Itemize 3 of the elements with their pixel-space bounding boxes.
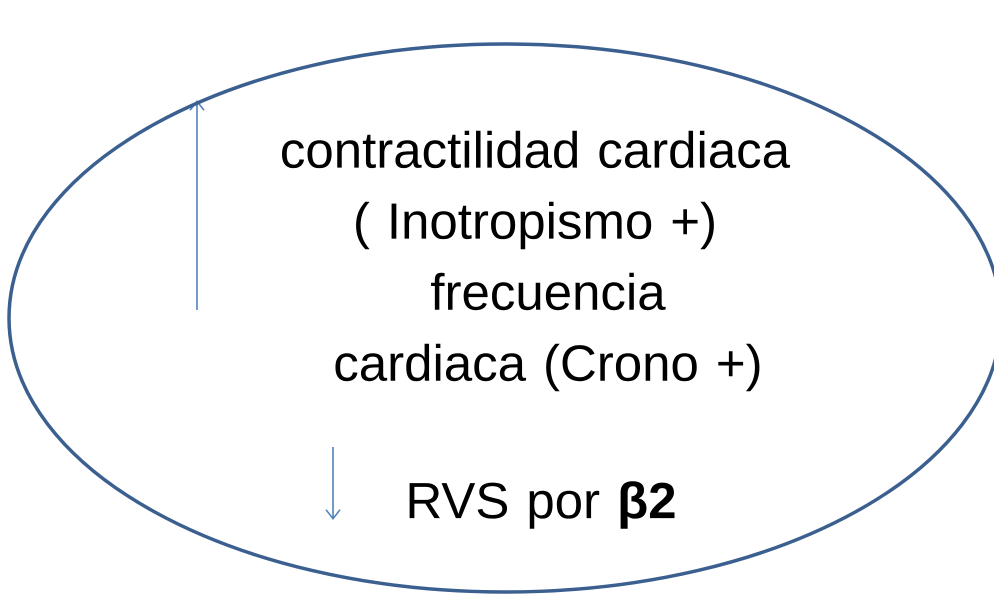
ellipse-text: contractilidad cardiaca ( Inotropismo +): [282, 130, 790, 250]
ellipse-text: frecuencia cardiaca (Crono +): [335, 272, 760, 392]
ellipse-text: RVS por β2: [410, 481, 674, 529]
